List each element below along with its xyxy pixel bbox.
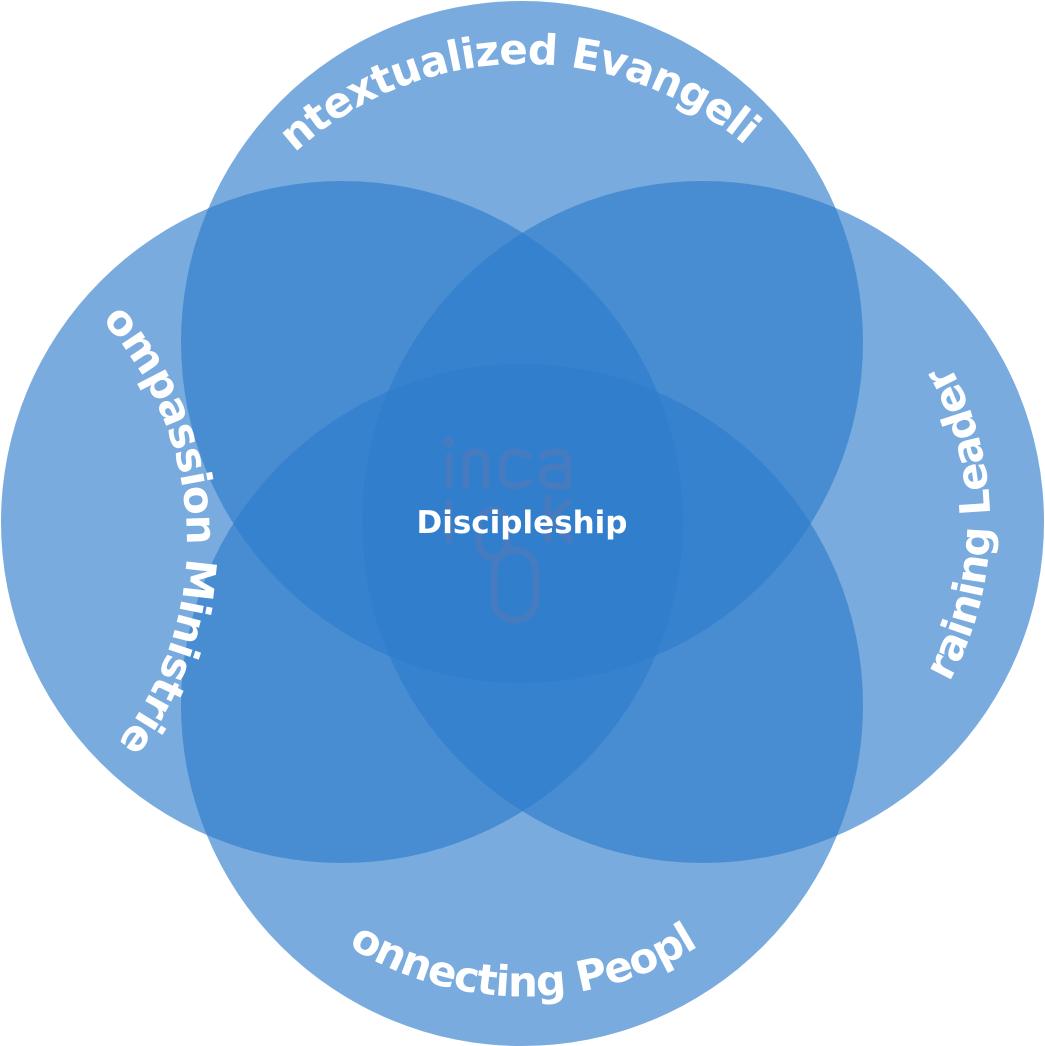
- inca-link-logo-icon: [443, 436, 574, 624]
- center-label-discipleship: Discipleship: [417, 505, 628, 541]
- circle-bottom: [181, 364, 863, 1046]
